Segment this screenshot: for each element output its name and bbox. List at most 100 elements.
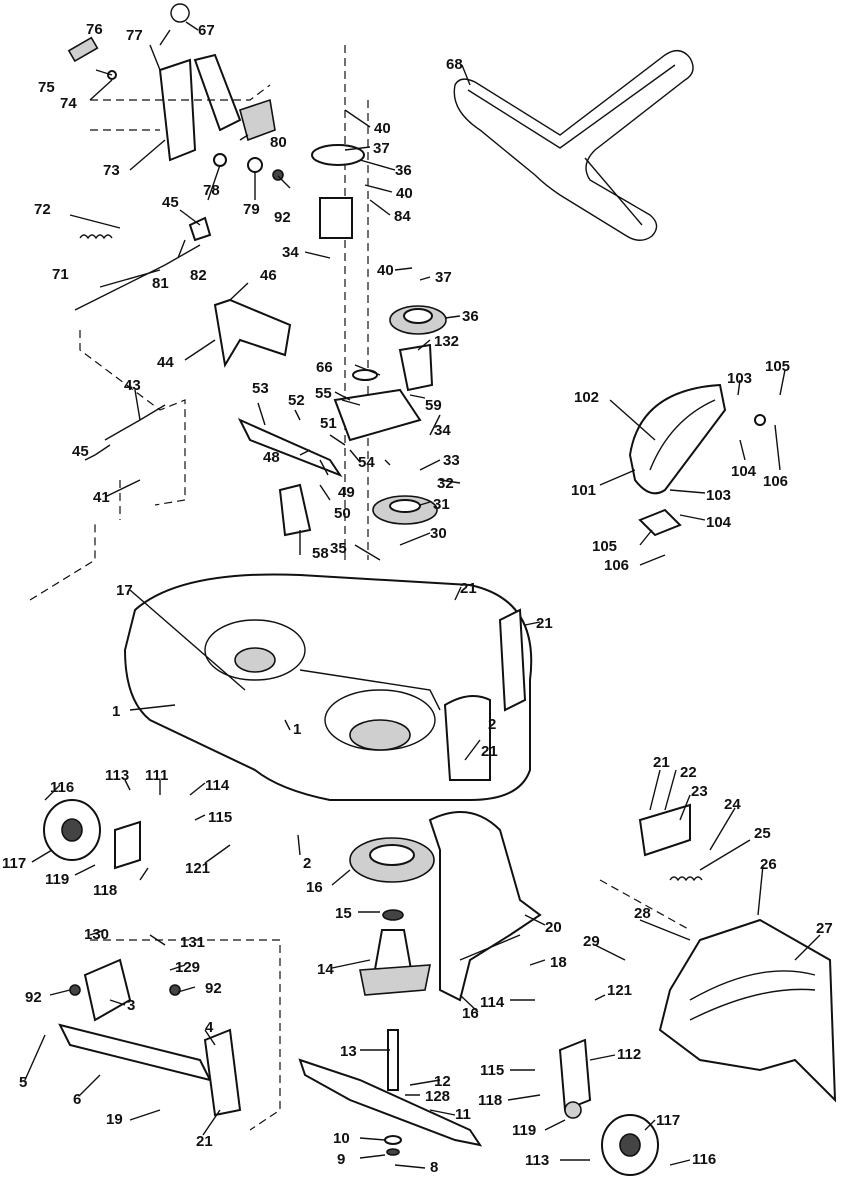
callout-23: 23	[691, 783, 708, 800]
callout-4: 4	[205, 1019, 214, 1036]
callout-52: 52	[288, 392, 305, 409]
callout-105: 105	[592, 538, 618, 555]
callout-48: 48	[263, 449, 280, 466]
callout-55: 55	[315, 385, 332, 402]
callout-84: 84	[394, 208, 411, 225]
callout-6: 6	[73, 1091, 82, 1108]
callout-31: 31	[433, 496, 450, 513]
callout-2: 2	[303, 855, 312, 872]
idler-column	[237, 45, 447, 560]
callout-13: 13	[340, 1043, 357, 1060]
callout-66: 66	[316, 359, 333, 376]
callout-114: 114	[205, 777, 230, 794]
callout-1: 1	[112, 703, 121, 720]
callout-54: 54	[358, 454, 375, 471]
callout-27: 27	[816, 920, 833, 937]
callout-9: 9	[337, 1151, 346, 1168]
callout-114: 114	[480, 994, 505, 1011]
callout-131: 131	[180, 934, 206, 951]
callout-112: 112	[617, 1046, 642, 1063]
callout-119: 119	[512, 1122, 537, 1139]
callout-121: 121	[607, 982, 633, 999]
deflector-shield	[628, 383, 766, 537]
callout-80: 80	[270, 134, 287, 151]
callout-104: 104	[706, 514, 732, 531]
callout-129: 129	[175, 959, 201, 976]
callout-29: 29	[583, 933, 600, 950]
callout-24: 24	[724, 796, 741, 813]
callout-118: 118	[478, 1092, 503, 1109]
callout-116: 116	[692, 1151, 717, 1168]
callout-11: 11	[455, 1106, 471, 1123]
callout-12: 12	[434, 1073, 451, 1090]
callout-116: 116	[50, 779, 75, 796]
callout-118: 118	[93, 882, 118, 899]
callout-34: 34	[282, 244, 299, 261]
callout-35: 35	[330, 540, 347, 557]
leader-lines	[24, 21, 821, 1169]
callout-117: 117	[656, 1112, 681, 1129]
callout-102: 102	[574, 389, 600, 406]
spindle-assembly	[298, 837, 483, 1156]
callout-72: 72	[34, 201, 51, 218]
callout-105: 105	[765, 358, 791, 375]
callout-18: 18	[550, 954, 567, 971]
callout-49: 49	[338, 484, 355, 501]
callout-128: 128	[425, 1088, 451, 1105]
callout-117: 117	[2, 855, 27, 872]
mulch-cover	[599, 803, 837, 1103]
callout-2: 2	[488, 716, 497, 733]
callout-40: 40	[374, 120, 391, 137]
callout-92: 92	[205, 980, 222, 997]
callout-17: 17	[116, 582, 133, 599]
callout-45: 45	[72, 443, 89, 460]
callout-34: 34	[434, 422, 451, 439]
callout-103: 103	[706, 487, 732, 504]
callout-113: 113	[105, 767, 130, 784]
callout-78: 78	[203, 182, 220, 199]
callout-53: 53	[252, 380, 269, 397]
callout-113: 113	[525, 1152, 550, 1169]
callout-21: 21	[481, 743, 498, 760]
callout-45: 45	[162, 194, 179, 211]
callout-37: 37	[435, 269, 452, 286]
callout-106: 106	[763, 473, 789, 490]
callout-81: 81	[152, 275, 169, 292]
callout-20: 20	[545, 919, 562, 936]
callout-21: 21	[653, 754, 670, 771]
callout-14: 14	[317, 961, 334, 978]
callout-8: 8	[430, 1159, 439, 1176]
callout-82: 82	[190, 267, 207, 284]
callout-1: 1	[293, 721, 302, 738]
callout-40: 40	[377, 262, 394, 279]
callout-79: 79	[243, 201, 260, 218]
callout-51: 51	[320, 415, 337, 432]
callout-103: 103	[727, 370, 753, 387]
drive-belt	[453, 50, 694, 241]
callout-33: 33	[443, 452, 460, 469]
callout-30: 30	[430, 525, 447, 542]
callout-25: 25	[754, 825, 771, 842]
callout-28: 28	[634, 905, 651, 922]
callout-43: 43	[124, 377, 141, 394]
callout-15: 15	[335, 905, 352, 922]
callout-92: 92	[274, 209, 291, 226]
callout-26: 26	[760, 856, 777, 873]
callout-46: 46	[260, 267, 277, 284]
callout-16: 16	[462, 1005, 479, 1022]
callout-115: 115	[208, 809, 233, 826]
callout-119: 119	[45, 871, 70, 888]
callout-50: 50	[334, 505, 351, 522]
gauge-wheels	[43, 799, 659, 1176]
mower-deck	[123, 573, 533, 801]
callout-19: 19	[106, 1111, 123, 1128]
callout-104: 104	[731, 463, 757, 480]
callout-101: 101	[571, 482, 597, 499]
callout-37: 37	[373, 140, 390, 157]
callout-36: 36	[462, 308, 479, 325]
callout-21: 21	[196, 1133, 213, 1150]
callout-44: 44	[157, 354, 174, 371]
front-hanger-bracket	[58, 939, 281, 1131]
callout-76: 76	[86, 21, 103, 38]
